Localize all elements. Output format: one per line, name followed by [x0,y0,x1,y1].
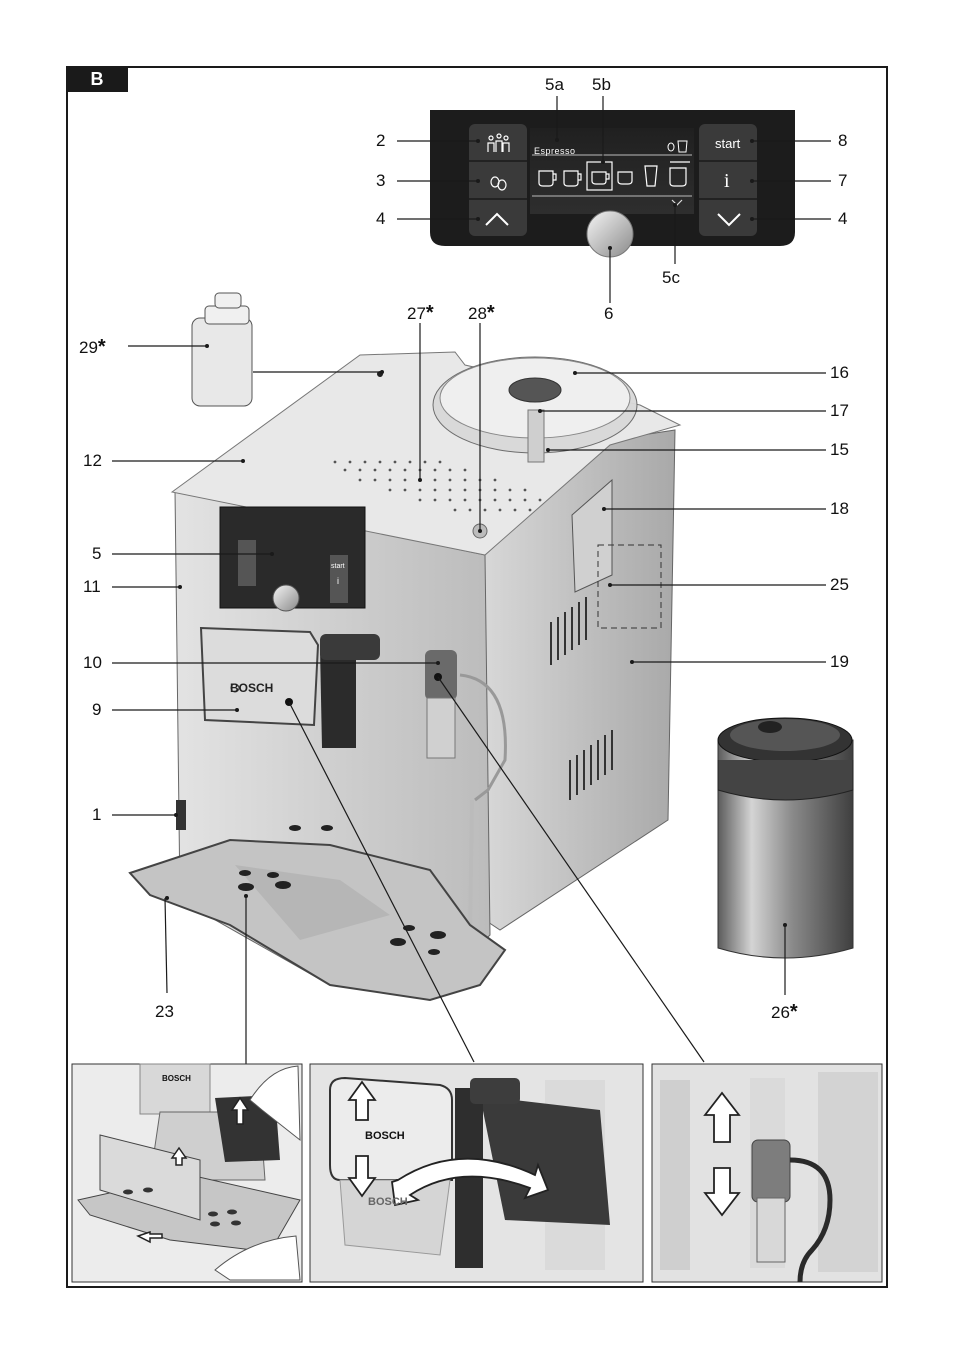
callout-26: 26* [771,1001,798,1023]
callout-25: 25 [830,575,849,594]
callout-11: 11 [83,577,101,596]
callout-7: 7 [838,171,848,190]
callout-12: 12 [83,451,102,470]
figure-frame [66,66,888,1288]
inset-left [71,1063,303,1283]
machine-brand: BOSCH [230,681,274,695]
callout-17: 17 [830,401,849,420]
coffee-machine [128,292,854,1002]
start-button-label[interactable]: start [715,136,741,151]
callout-5a: 5a [545,75,564,94]
callout-18: 18 [830,499,849,518]
callout-27: 27* [407,302,434,324]
inset-right [651,1063,883,1283]
info-button-label[interactable]: i [724,170,730,192]
callout-1: 1 [92,805,102,824]
control-panel [430,110,795,258]
inset-left-brand: BOSCH [162,1074,191,1083]
inset-middle-brand-shadow: BOSCH [368,1196,408,1208]
leader-lines [112,96,831,1066]
callout-4-left: 4 [376,209,386,228]
milk-container [717,717,854,959]
callout-3: 3 [376,171,386,190]
callout-6: 6 [604,304,614,323]
inset-middle-brand: BOSCH [365,1130,405,1142]
figure-tag: B [66,66,128,92]
callout-5b: 5b [592,75,611,94]
machine-start-label: start [331,563,345,570]
inset-middle [309,1063,644,1283]
callout-29: 29* [79,336,106,358]
callout-4-right: 4 [838,209,848,228]
water-filter-cartridge [191,292,253,407]
machine-info-label: i [337,576,339,586]
callout-10: 10 [83,653,102,672]
callout-5: 5 [92,544,102,563]
callout-23: 23 [155,1002,174,1021]
callout-9: 9 [92,700,102,719]
callout-5c: 5c [662,268,680,287]
callout-16: 16 [830,363,849,382]
display-beverage-name: Espresso [534,146,576,156]
callout-19: 19 [830,652,849,671]
callout-8: 8 [838,131,848,150]
callout-15: 15 [830,440,849,459]
top-vent-holes [333,460,542,512]
callout-2: 2 [376,131,386,150]
callout-28: 28* [468,302,495,324]
